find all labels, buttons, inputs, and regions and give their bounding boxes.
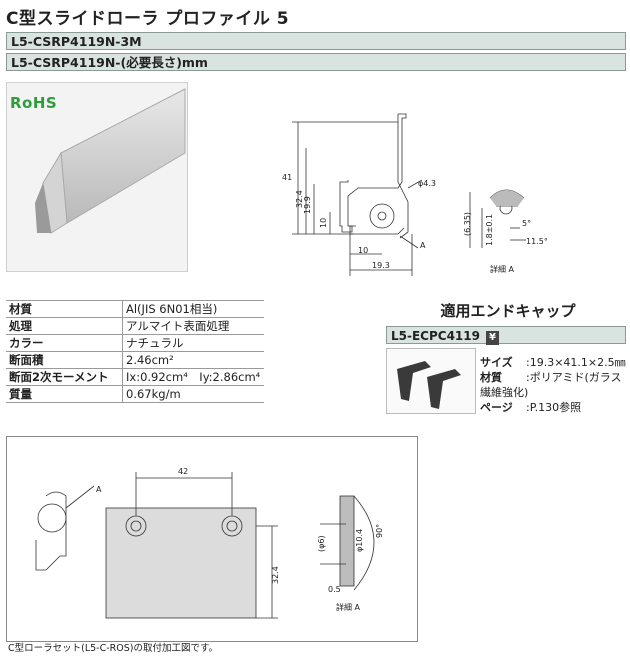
footnote: C型ローラセット(L5-C-ROS)の取付加工図です。: [8, 643, 219, 654]
dim-0-5: 0.5: [328, 585, 341, 594]
part-number-bar-1: L5-CSRP4119N-3M: [6, 32, 626, 50]
dim-32-4-mount: 32.4: [271, 566, 280, 584]
dim-11-5-deg: 11.5°: [526, 237, 548, 246]
list-item: 材質:ポリアミド(ガラス繊維強化): [480, 370, 630, 400]
dim-1-8: 1.8±0.1: [485, 214, 494, 246]
dim-5-deg: 5°: [522, 219, 531, 228]
endcap-spec-key: 材質: [480, 371, 502, 384]
part-number-bar-2: L5-CSRP4119N-(必要長さ)mm: [6, 53, 626, 71]
endcap-heading: 適用エンドキャップ: [440, 302, 576, 320]
mounting-drawing: A 42 32.4 (φ6) φ10.4 90° 0.5 詳細 A: [6, 436, 418, 642]
endcap-part-number-bar: L5-ECPC4119 ¥: [386, 326, 626, 345]
page-title: C型スライドローラ プロファイル 5: [6, 9, 290, 29]
spec-key: 処理: [6, 317, 123, 335]
endcap-spec-value: :ポリアミド(ガラス繊維強化): [480, 371, 622, 399]
dim-10-vertical: 10: [319, 218, 328, 228]
endcap-part-number: L5-ECPC4119: [391, 329, 480, 343]
endcap-illustration: [397, 361, 461, 409]
profile-cross-section-drawing: 41 32.4 19.9 10 10 19.3 φ4.3 A (6.35) 1.…: [282, 113, 548, 276]
detail-a-label: 詳細 A: [490, 264, 515, 274]
spec-key: 断面積: [6, 351, 123, 369]
detail-a-section-shading: [490, 190, 524, 206]
endcap-spec-value: :19.3×41.1×2.5㎜: [526, 356, 626, 369]
dim-42: 42: [178, 467, 188, 476]
spec-key: 断面2次モーメント: [6, 368, 123, 386]
dim-19-9: 19.9: [303, 196, 312, 214]
spec-key: 質量: [6, 385, 123, 403]
spec-value: アルマイト表面処理: [122, 317, 264, 335]
dim-41: 41: [282, 173, 292, 182]
dim-32-4: 32.4: [295, 190, 304, 208]
spec-key: カラー: [6, 334, 123, 352]
list-item: ページ :P.130参照: [480, 400, 630, 415]
profile-photo-illustration: [35, 88, 186, 234]
detail-a-label-mount: 詳細 A: [336, 602, 361, 612]
endcap-spec-key: ページ: [480, 401, 513, 414]
product-photo: [6, 82, 188, 272]
dim-19-3: 19.3: [372, 261, 390, 270]
dim-phi-10-4: φ10.4: [355, 529, 364, 552]
yen-icon: ¥: [485, 331, 499, 345]
endcap-photo: [386, 348, 476, 414]
dim-6-35: (6.35): [463, 212, 472, 236]
spec-value: ナチュラル: [122, 334, 264, 352]
endcap-spec-key: サイズ: [480, 356, 513, 369]
spec-key: 材質: [6, 300, 123, 318]
endcap-spec-list: サイズ :19.3×41.1×2.5㎜ 材質:ポリアミド(ガラス繊維強化) ページ…: [480, 355, 630, 415]
table-row: 処理アルマイト表面処理: [6, 317, 264, 335]
table-row: カラーナチュラル: [6, 334, 264, 352]
spec-value: Ix:0.92cm⁴ Iy:2.86cm⁴: [122, 368, 264, 386]
spec-value: Al(JIS 6N01相当): [122, 300, 264, 318]
dim-phi-6: (φ6): [317, 535, 326, 552]
spec-value: 2.46cm²: [122, 351, 264, 369]
spec-value: 0.67kg/m: [122, 385, 264, 403]
endcap-spec-value: :P.130参照: [526, 401, 582, 414]
dim-90-deg: 90°: [375, 524, 384, 538]
list-item: サイズ :19.3×41.1×2.5㎜: [480, 355, 630, 370]
detail-a-marker-mount: A: [96, 485, 102, 494]
dim-phi-4-3: φ4.3: [418, 179, 436, 188]
mounting-drawing-border: [6, 436, 418, 642]
rohs-logo: RoHS: [10, 94, 58, 112]
detail-a-marker: A: [420, 241, 426, 250]
dim-10-horizontal: 10: [358, 246, 368, 255]
